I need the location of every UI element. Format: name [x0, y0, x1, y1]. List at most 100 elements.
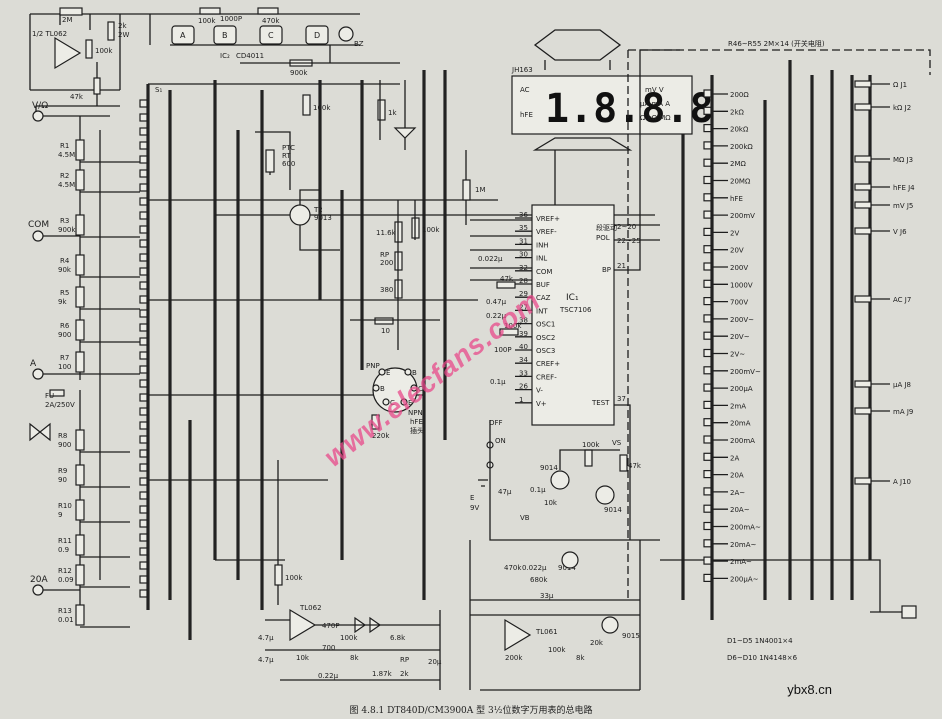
c-value: 1000P — [220, 15, 242, 23]
shunt-resistor — [75, 464, 85, 486]
shunt-resistor-ref: R10 — [58, 502, 72, 510]
ic1-pin-number: 1 — [519, 396, 523, 404]
r-t5-resistor — [619, 454, 628, 472]
range-contact — [703, 539, 712, 548]
r16-value: 2k — [118, 22, 127, 30]
output-resistor — [854, 183, 872, 191]
hfe-pin — [372, 384, 380, 392]
transistor-t4-icon — [550, 470, 570, 490]
ic1-name: IC₁ — [566, 293, 579, 303]
battery-voltage: 9V — [470, 504, 479, 512]
input-terminals: V/Ω COM A 20A FU 2A/250V — [28, 101, 80, 596]
transistor-t9015-icon — [601, 616, 619, 634]
ic1-pin-number: 35 — [519, 224, 528, 232]
transistor-t2-icon — [289, 204, 311, 226]
ic1-pin-number: 28 — [519, 277, 528, 285]
ic2-name: IC₂ — [220, 52, 230, 60]
20a-terminal — [32, 584, 44, 596]
t2-value: 9013 — [314, 214, 332, 222]
range-contact — [703, 89, 712, 98]
switch-contact — [139, 281, 148, 290]
output-label: AC J7 — [893, 296, 911, 304]
ic1-pin-number: 30 — [519, 251, 528, 259]
switch-contact — [139, 183, 148, 192]
output-label: A J10 — [893, 478, 911, 486]
switch-contact — [139, 309, 148, 318]
r-6-8k-value: 6.8k — [390, 634, 406, 642]
c-a-value: 4.7μ — [258, 634, 274, 642]
ic1-test-label: TEST — [591, 399, 610, 407]
r22-resistor — [302, 94, 311, 116]
hfe-pin — [404, 368, 412, 376]
range-contact — [703, 348, 712, 358]
c-022-value: 0.22μ — [318, 672, 339, 680]
range-label: 20A — [730, 472, 744, 480]
svg-text:S₁: S₁ — [155, 86, 162, 94]
range-contact — [703, 452, 712, 461]
range-contact — [703, 262, 712, 271]
tl061-section: TL061 470k 0.022μ 680k 33μ 9014 9015 200… — [469, 540, 917, 691]
range-contact — [703, 106, 712, 115]
switch-contact — [139, 575, 148, 584]
hfe-pin-label: B — [380, 385, 385, 393]
divider-resistor — [75, 319, 85, 341]
ptc-resistor — [265, 149, 275, 173]
lcd-ohm-label: Ω kΩ MΩ — [640, 114, 671, 122]
r-8k-low-value: 8k — [576, 654, 585, 662]
switch-contact — [139, 253, 148, 262]
battery-terminal-icon — [901, 605, 917, 619]
rt-value: 600 — [282, 160, 295, 168]
r27-value: 10 — [381, 327, 390, 335]
r15-value: 100k — [198, 17, 216, 25]
range-contact — [703, 435, 712, 444]
power-section: OFF ON E 9V 47μ 9014 9014 100k 47k 10k 0… — [470, 419, 660, 541]
diode-d5-icon — [393, 127, 417, 139]
divider-resistor — [75, 351, 85, 373]
range-label: 200mV — [730, 212, 755, 220]
divider-resistor-value: 900 — [58, 331, 71, 339]
r47k-resistor — [496, 281, 516, 289]
range-label: 2V~ — [730, 351, 745, 359]
ic1-pins-b: 22~25 — [617, 237, 641, 245]
r-8k-value: 8k — [350, 654, 359, 662]
shunt-resistor-ref: R13 — [58, 607, 72, 615]
socket-sub-label: 插头 — [410, 426, 424, 435]
r21-value: 900k — [290, 69, 308, 77]
range-label: 20kΩ — [730, 126, 749, 134]
range-contact — [703, 366, 712, 375]
hfe-pin — [382, 398, 390, 406]
range-label: 2MΩ — [730, 160, 746, 168]
op-amp-triangle — [54, 36, 82, 70]
fuse-rating: 2A/250V — [45, 401, 75, 409]
cap-0022-value: 0.022μ — [478, 255, 503, 263]
shunt-resistor-value: 900 — [58, 441, 71, 449]
r-470k-value: 470k — [504, 564, 522, 572]
range-selector: R46~R55 2M×14 (开关电阻) 200Ω2kΩ20kΩ200kΩ2MΩ… — [627, 39, 931, 600]
ic1-pin-number: 39 — [519, 330, 528, 338]
ma-terminal — [32, 368, 44, 380]
ic1-pin-name: BUF — [536, 281, 550, 289]
ic1-externals: 0.022μ 47k 0.47μ 0.22μ 100k 100P 0.1μ — [470, 219, 532, 386]
output-label: MΩ J3 — [893, 156, 913, 164]
ic3-part-label: TL062 — [299, 604, 322, 612]
divider-resistor-ref: R3 — [60, 217, 69, 225]
hfe-pin-label: E — [408, 399, 412, 407]
divider-resistor-ref: R2 — [60, 172, 69, 180]
range-contact — [703, 175, 712, 185]
divider-resistor-ref: R6 — [60, 322, 70, 330]
switch-contact — [139, 547, 148, 556]
switch-contact — [139, 155, 148, 164]
r-700-value: 700 — [322, 644, 335, 652]
gate-a-label: A — [180, 31, 186, 40]
range-contact — [703, 470, 712, 479]
gate-chain: A B C D 100k 1000P 470k IC₂ CD4011 BZ 90… — [149, 7, 400, 77]
r-base-value: 10k — [544, 499, 558, 507]
divider-resistor-ref: R1 — [60, 142, 69, 150]
off-label: OFF — [489, 419, 503, 427]
rt-label: RT — [282, 152, 291, 160]
switch-contact — [139, 365, 148, 374]
r18-resistor — [93, 77, 101, 95]
range-contact — [703, 193, 712, 202]
output-resistor — [854, 227, 872, 235]
ac-converter-section: TL062 4.7μ 4.7μ 470P 100k 6.8k 0.22μ 1.8… — [258, 604, 442, 690]
